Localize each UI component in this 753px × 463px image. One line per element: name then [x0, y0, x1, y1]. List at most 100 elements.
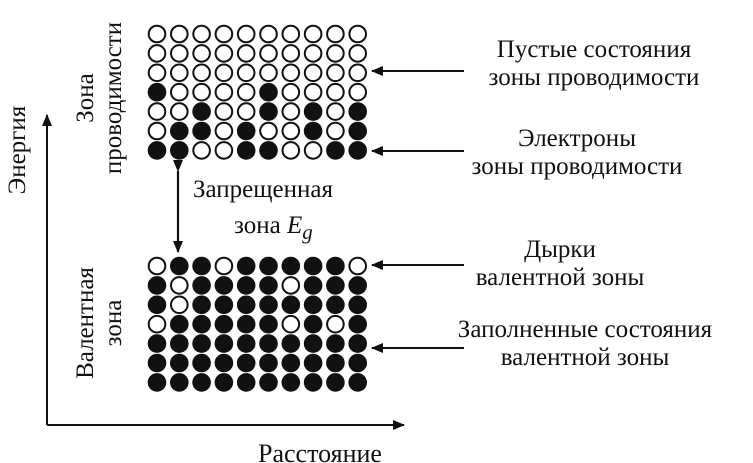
empty-state — [281, 102, 301, 121]
electron-filled-state — [303, 276, 323, 295]
empty-state — [303, 141, 323, 160]
electron-filled-state — [326, 141, 345, 160]
empty-state — [326, 121, 345, 141]
empty-state — [214, 256, 234, 276]
empty-state — [281, 141, 301, 160]
electron-filled-state — [192, 276, 211, 295]
conduction-band-states — [147, 24, 368, 160]
electron-filled-state — [236, 314, 256, 334]
band-gap-symbol: E — [286, 212, 303, 239]
empty-state — [348, 44, 368, 63]
electron-filled-state — [348, 353, 368, 373]
electron-filled-state — [192, 121, 211, 141]
valence-holes-line2: валентной зоны — [475, 264, 645, 291]
electron-filled-state — [303, 314, 323, 334]
electron-filled-state — [259, 256, 278, 276]
empty-state — [259, 63, 278, 83]
electron-filled-state — [192, 102, 211, 121]
x-axis-label: Расстояние — [258, 439, 382, 463]
electron-filled-state — [259, 373, 278, 392]
electron-filled-state — [303, 334, 323, 353]
electron-filled-state — [348, 141, 368, 160]
electron-filled-state — [192, 295, 211, 315]
electron-filled-state — [326, 256, 345, 276]
electron-filled-state — [259, 82, 278, 102]
electron-filled-state — [281, 334, 301, 353]
empty-state — [281, 314, 301, 334]
electron-filled-state — [214, 314, 234, 334]
electron-filled-state — [236, 295, 256, 315]
empty-state — [348, 256, 368, 276]
electron-filled-state — [326, 295, 345, 315]
empty-state — [192, 44, 211, 63]
empty-state — [147, 102, 167, 121]
empty-state — [170, 63, 189, 83]
electron-filled-state — [236, 141, 256, 160]
electron-filled-state — [214, 276, 234, 295]
empty-state — [170, 102, 189, 121]
empty-state — [192, 63, 211, 83]
valence-band-label-line1: Валентная — [72, 267, 99, 379]
empty-states-line1: Пустые состояния — [496, 36, 692, 63]
electron-filled-state — [147, 373, 167, 392]
filled-states-line2: валентной зоны — [500, 344, 670, 371]
electron-filled-state — [348, 276, 368, 295]
electron-filled-state — [170, 353, 189, 373]
empty-state — [259, 24, 278, 44]
empty-state — [236, 24, 256, 44]
electron-filled-state — [303, 295, 323, 315]
conduction-electrons-line2: зоны проводимости — [471, 153, 683, 180]
empty-state — [214, 24, 234, 44]
electron-filled-state — [192, 334, 211, 353]
electron-filled-state — [192, 373, 211, 392]
empty-state — [236, 63, 256, 83]
electron-filled-state — [236, 353, 256, 373]
electron-filled-state — [192, 256, 211, 276]
electron-filled-state — [236, 256, 256, 276]
electron-filled-state — [281, 256, 301, 276]
electron-filled-state — [147, 276, 167, 295]
electron-filled-state — [170, 373, 189, 392]
empty-state — [214, 141, 234, 160]
empty-state — [281, 24, 301, 44]
electron-filled-state — [326, 373, 345, 392]
electron-filled-state — [326, 353, 345, 373]
electron-filled-state — [236, 121, 256, 141]
electron-filled-state — [259, 276, 278, 295]
electron-filled-state — [259, 353, 278, 373]
empty-state — [281, 63, 301, 83]
empty-state — [303, 44, 323, 63]
electron-filled-state — [170, 334, 189, 353]
electron-filled-state — [214, 353, 234, 373]
empty-state — [303, 82, 323, 102]
empty-state — [170, 295, 189, 315]
empty-state — [214, 44, 234, 63]
electron-filled-state — [259, 102, 278, 121]
band-gap-label-line1: Запрещенная — [193, 176, 333, 203]
electron-filled-state — [259, 314, 278, 334]
conduction-band-label-line1: Зона — [72, 73, 99, 123]
empty-state — [192, 24, 211, 44]
empty-state — [259, 121, 278, 141]
empty-state — [259, 44, 278, 63]
electron-filled-state — [281, 353, 301, 373]
electron-filled-state — [170, 141, 189, 160]
valence-band-states — [147, 256, 368, 392]
empty-state — [170, 276, 189, 295]
empty-state — [326, 102, 345, 121]
electron-filled-state — [214, 373, 234, 392]
empty-state — [326, 44, 345, 63]
filled-states-annotation: Заполненные состояния валентной зоны — [420, 316, 750, 372]
electron-filled-state — [259, 334, 278, 353]
valence-band-label-line2: зона — [100, 299, 127, 347]
empty-state — [147, 121, 167, 141]
band-gap-label-line2: зона Eg — [234, 212, 313, 246]
valence-band-label: Валентная зона — [72, 267, 128, 379]
empty-states-annotation: Пустые состояния зоны проводимости — [466, 36, 722, 92]
empty-state — [147, 63, 167, 83]
empty-state — [214, 121, 234, 141]
empty-state — [326, 314, 345, 334]
electron-filled-state — [192, 314, 211, 334]
empty-state — [281, 44, 301, 63]
